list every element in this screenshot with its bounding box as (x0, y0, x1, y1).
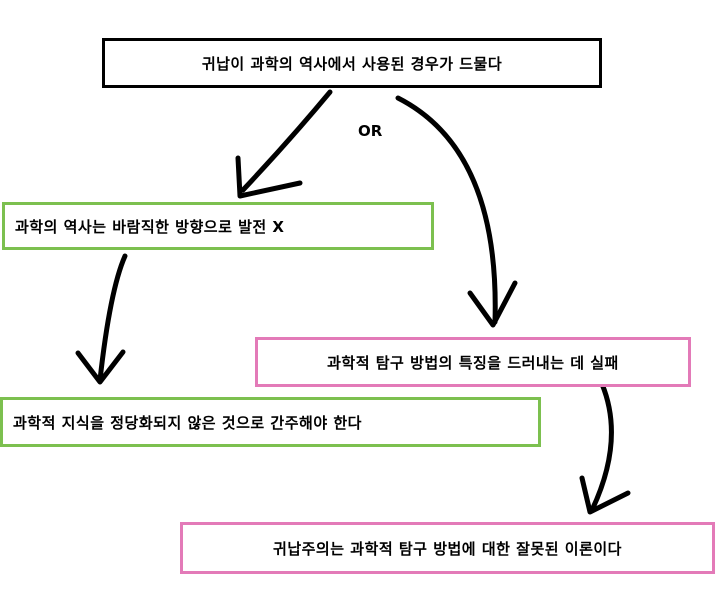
node-right-2-text: 귀납주의는 과학적 탐구 방법에 대한 잘못된 이론이다 (273, 539, 622, 558)
arrow-top-to-right (395, 95, 518, 328)
arrow-top-to-left (235, 89, 333, 199)
node-right-2: 귀납주의는 과학적 탐구 방법에 대한 잘못된 이론이다 (180, 522, 715, 574)
arrow-right1-to-right2 (579, 381, 631, 515)
node-left-2-text: 과학적 지식을 정당화되지 않은 것으로 간주해야 한다 (13, 413, 362, 432)
arrow-left1-to-left2 (75, 253, 128, 385)
node-top-text: 귀납이 과학의 역사에서 사용된 경우가 드물다 (201, 54, 503, 73)
node-left-2: 과학적 지식을 정당화되지 않은 것으로 간주해야 한다 (0, 397, 541, 447)
node-right-1: 과학적 탐구 방법의 특징을 드러내는 데 실패 (255, 337, 691, 387)
node-top-premise: 귀납이 과학의 역사에서 사용된 경우가 드물다 (102, 38, 602, 88)
node-left-1: 과학의 역사는 바람직한 방향으로 발전 X (2, 202, 434, 250)
or-label: OR (358, 122, 383, 140)
node-right-1-text: 과학적 탐구 방법의 특징을 드러내는 데 실패 (327, 353, 619, 372)
node-left-1-text: 과학의 역사는 바람직한 방향으로 발전 X (15, 217, 285, 236)
